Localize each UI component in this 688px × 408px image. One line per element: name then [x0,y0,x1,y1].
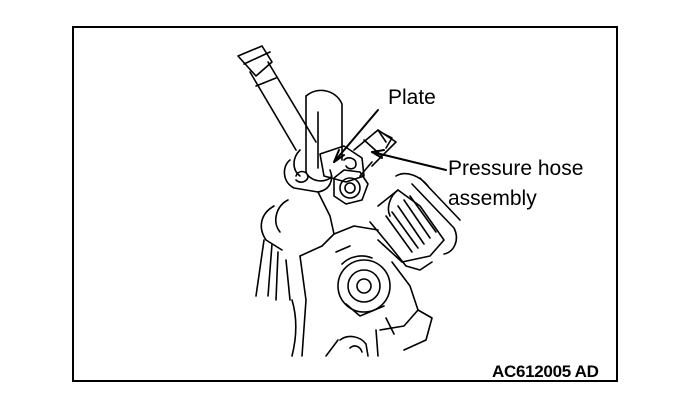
pressure-hose-label-line2: assembly [448,187,537,210]
pressure-hose-label-line1: Pressure hose [448,157,584,180]
valve-cylinder [369,172,461,271]
return-pipe [237,45,317,177]
round-fitting [337,255,391,317]
leader-lines [333,109,447,171]
figure-code: AC612005 AD [492,362,599,381]
plate-and-nut [319,145,369,205]
gear-housing [255,159,379,357]
lower-housing [325,261,433,357]
plate-label: Plate [388,86,436,109]
